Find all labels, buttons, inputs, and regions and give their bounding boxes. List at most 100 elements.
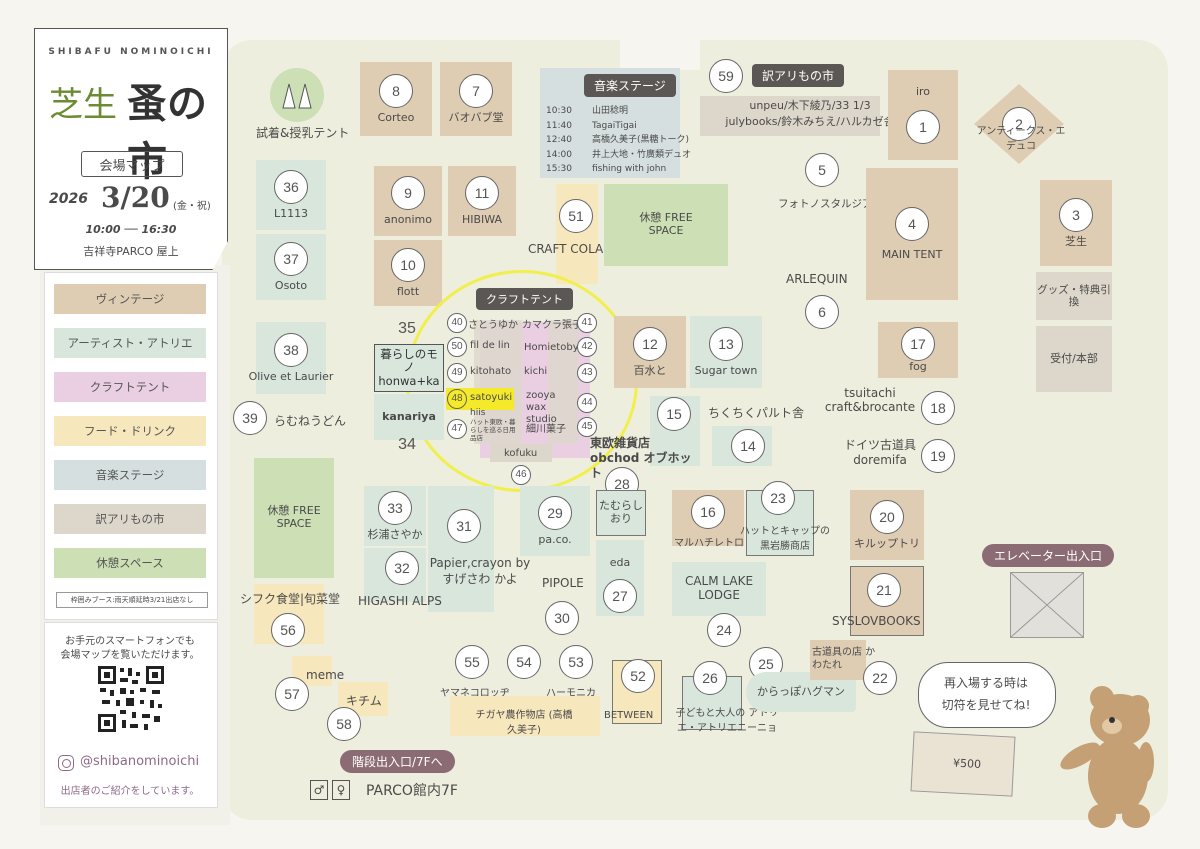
booth-26[interactable]: 26: [692, 660, 728, 696]
booth-47[interactable]: 47: [446, 418, 468, 440]
booth-number: 3: [1059, 197, 1093, 232]
booth-40[interactable]: 40: [446, 312, 468, 334]
booth-31[interactable]: 31: [446, 508, 482, 544]
booth-43[interactable]: 43: [576, 362, 598, 384]
booth-18[interactable]: 18: [920, 390, 956, 426]
booth-23[interactable]: 23: [760, 480, 796, 516]
booth-15[interactable]: 15: [656, 396, 692, 432]
booth-44[interactable]: 44: [576, 392, 598, 414]
booth-56[interactable]: 56: [270, 612, 306, 648]
booth-24[interactable]: 24: [706, 612, 742, 648]
booth-19[interactable]: 19: [920, 438, 956, 474]
booth-number: 27: [603, 579, 637, 613]
booth-53[interactable]: 53: [558, 644, 594, 680]
booth-30[interactable]: 30: [544, 600, 580, 636]
booth-number: 49: [447, 363, 467, 383]
booth-number: 37: [274, 241, 308, 276]
booth-34[interactable]: 34: [390, 428, 424, 462]
booth-26-name: 子どもと大人の アトリエ・アトリエニーニョ: [675, 708, 779, 734]
booth-number: 54: [507, 645, 541, 679]
booth-42[interactable]: 42: [576, 336, 598, 358]
booth-16[interactable]: 16: [690, 494, 726, 530]
booth-48[interactable]: 48: [446, 388, 468, 410]
booth-name: たむらしおり: [599, 499, 643, 525]
booth-46-area: [490, 444, 552, 462]
booth-number: 14: [731, 429, 765, 463]
booth-number: 30: [545, 601, 579, 635]
booth-57-name: meme: [306, 668, 345, 682]
booth-23-name: ハットとキャップの 黒岩勝商店: [740, 526, 830, 552]
booth-14[interactable]: 14: [730, 428, 766, 464]
booth-number: 9: [391, 175, 425, 210]
booth-41[interactable]: 41: [576, 312, 598, 334]
booth-number: 31: [447, 509, 481, 543]
booth-name: CALM LAKE LODGE: [684, 574, 754, 602]
ticket-price: ¥500: [952, 756, 982, 771]
booth-number: 15: [657, 397, 691, 431]
booth-22[interactable]: 22: [862, 660, 898, 696]
booth-3[interactable]: 3 芝生: [1040, 180, 1112, 266]
booth-57[interactable]: 57: [274, 676, 310, 712]
booth-name: iro: [915, 84, 931, 98]
goods-label: グッズ・特典引換: [1037, 283, 1111, 308]
booth-55[interactable]: 55: [454, 644, 490, 680]
booth-number: 13: [709, 326, 743, 361]
booth-number: 55: [455, 645, 489, 679]
booth-27[interactable]: 27: [602, 578, 638, 614]
booth-name: MAIN TENT: [881, 247, 943, 261]
instagram-icon[interactable]: [58, 755, 74, 771]
booth-number: 35: [398, 319, 416, 337]
booth-16-name: マルハチレトロ: [674, 538, 744, 549]
booth-name: HIBIWA: [461, 212, 503, 226]
date-year: 2026: [49, 191, 88, 207]
booth-59[interactable]: 59: [708, 58, 744, 94]
booth-22-name: 古道具の店 かわたれ: [812, 647, 876, 671]
booth-46[interactable]: 46: [510, 464, 532, 486]
booth-21[interactable]: 21: [866, 572, 902, 608]
elevator-icon[interactable]: [1010, 572, 1084, 638]
booth-5[interactable]: 5: [804, 152, 840, 188]
qr-code-icon[interactable]: [96, 664, 166, 734]
booth-51[interactable]: 51: [558, 198, 594, 234]
booth-58[interactable]: 58: [326, 706, 362, 742]
booth-number: 33: [378, 490, 412, 525]
booth-39-name: らむねうどん: [274, 414, 347, 428]
booth-number: 5: [805, 153, 839, 187]
booth-number: 32: [385, 551, 419, 585]
booth-number: 21: [867, 573, 901, 607]
booth-35[interactable]: 35: [390, 312, 424, 346]
booth-52[interactable]: 52: [620, 658, 656, 694]
booth-50[interactable]: 50: [446, 336, 468, 358]
booth-41-name: カマクラ張子: [522, 320, 582, 331]
instagram-handle[interactable]: @shibanominoichi: [80, 754, 200, 769]
booth-45[interactable]: 45: [576, 416, 598, 438]
booth-6[interactable]: 6: [804, 294, 840, 330]
booth-39[interactable]: 39: [232, 400, 268, 436]
booth-54[interactable]: 54: [506, 644, 542, 680]
booth-32[interactable]: 32: [384, 550, 420, 586]
booth-name: 芝生: [1065, 234, 1087, 248]
legend-craft: クラフトテント: [54, 372, 206, 402]
booth-49[interactable]: 49: [446, 362, 468, 384]
booth-number: 6: [805, 295, 839, 329]
booth-number: 53: [559, 645, 593, 679]
booth-number: 18: [921, 391, 955, 425]
legend-wakeari: 訳アリもの市: [54, 504, 206, 534]
booth-number: 22: [863, 661, 897, 695]
